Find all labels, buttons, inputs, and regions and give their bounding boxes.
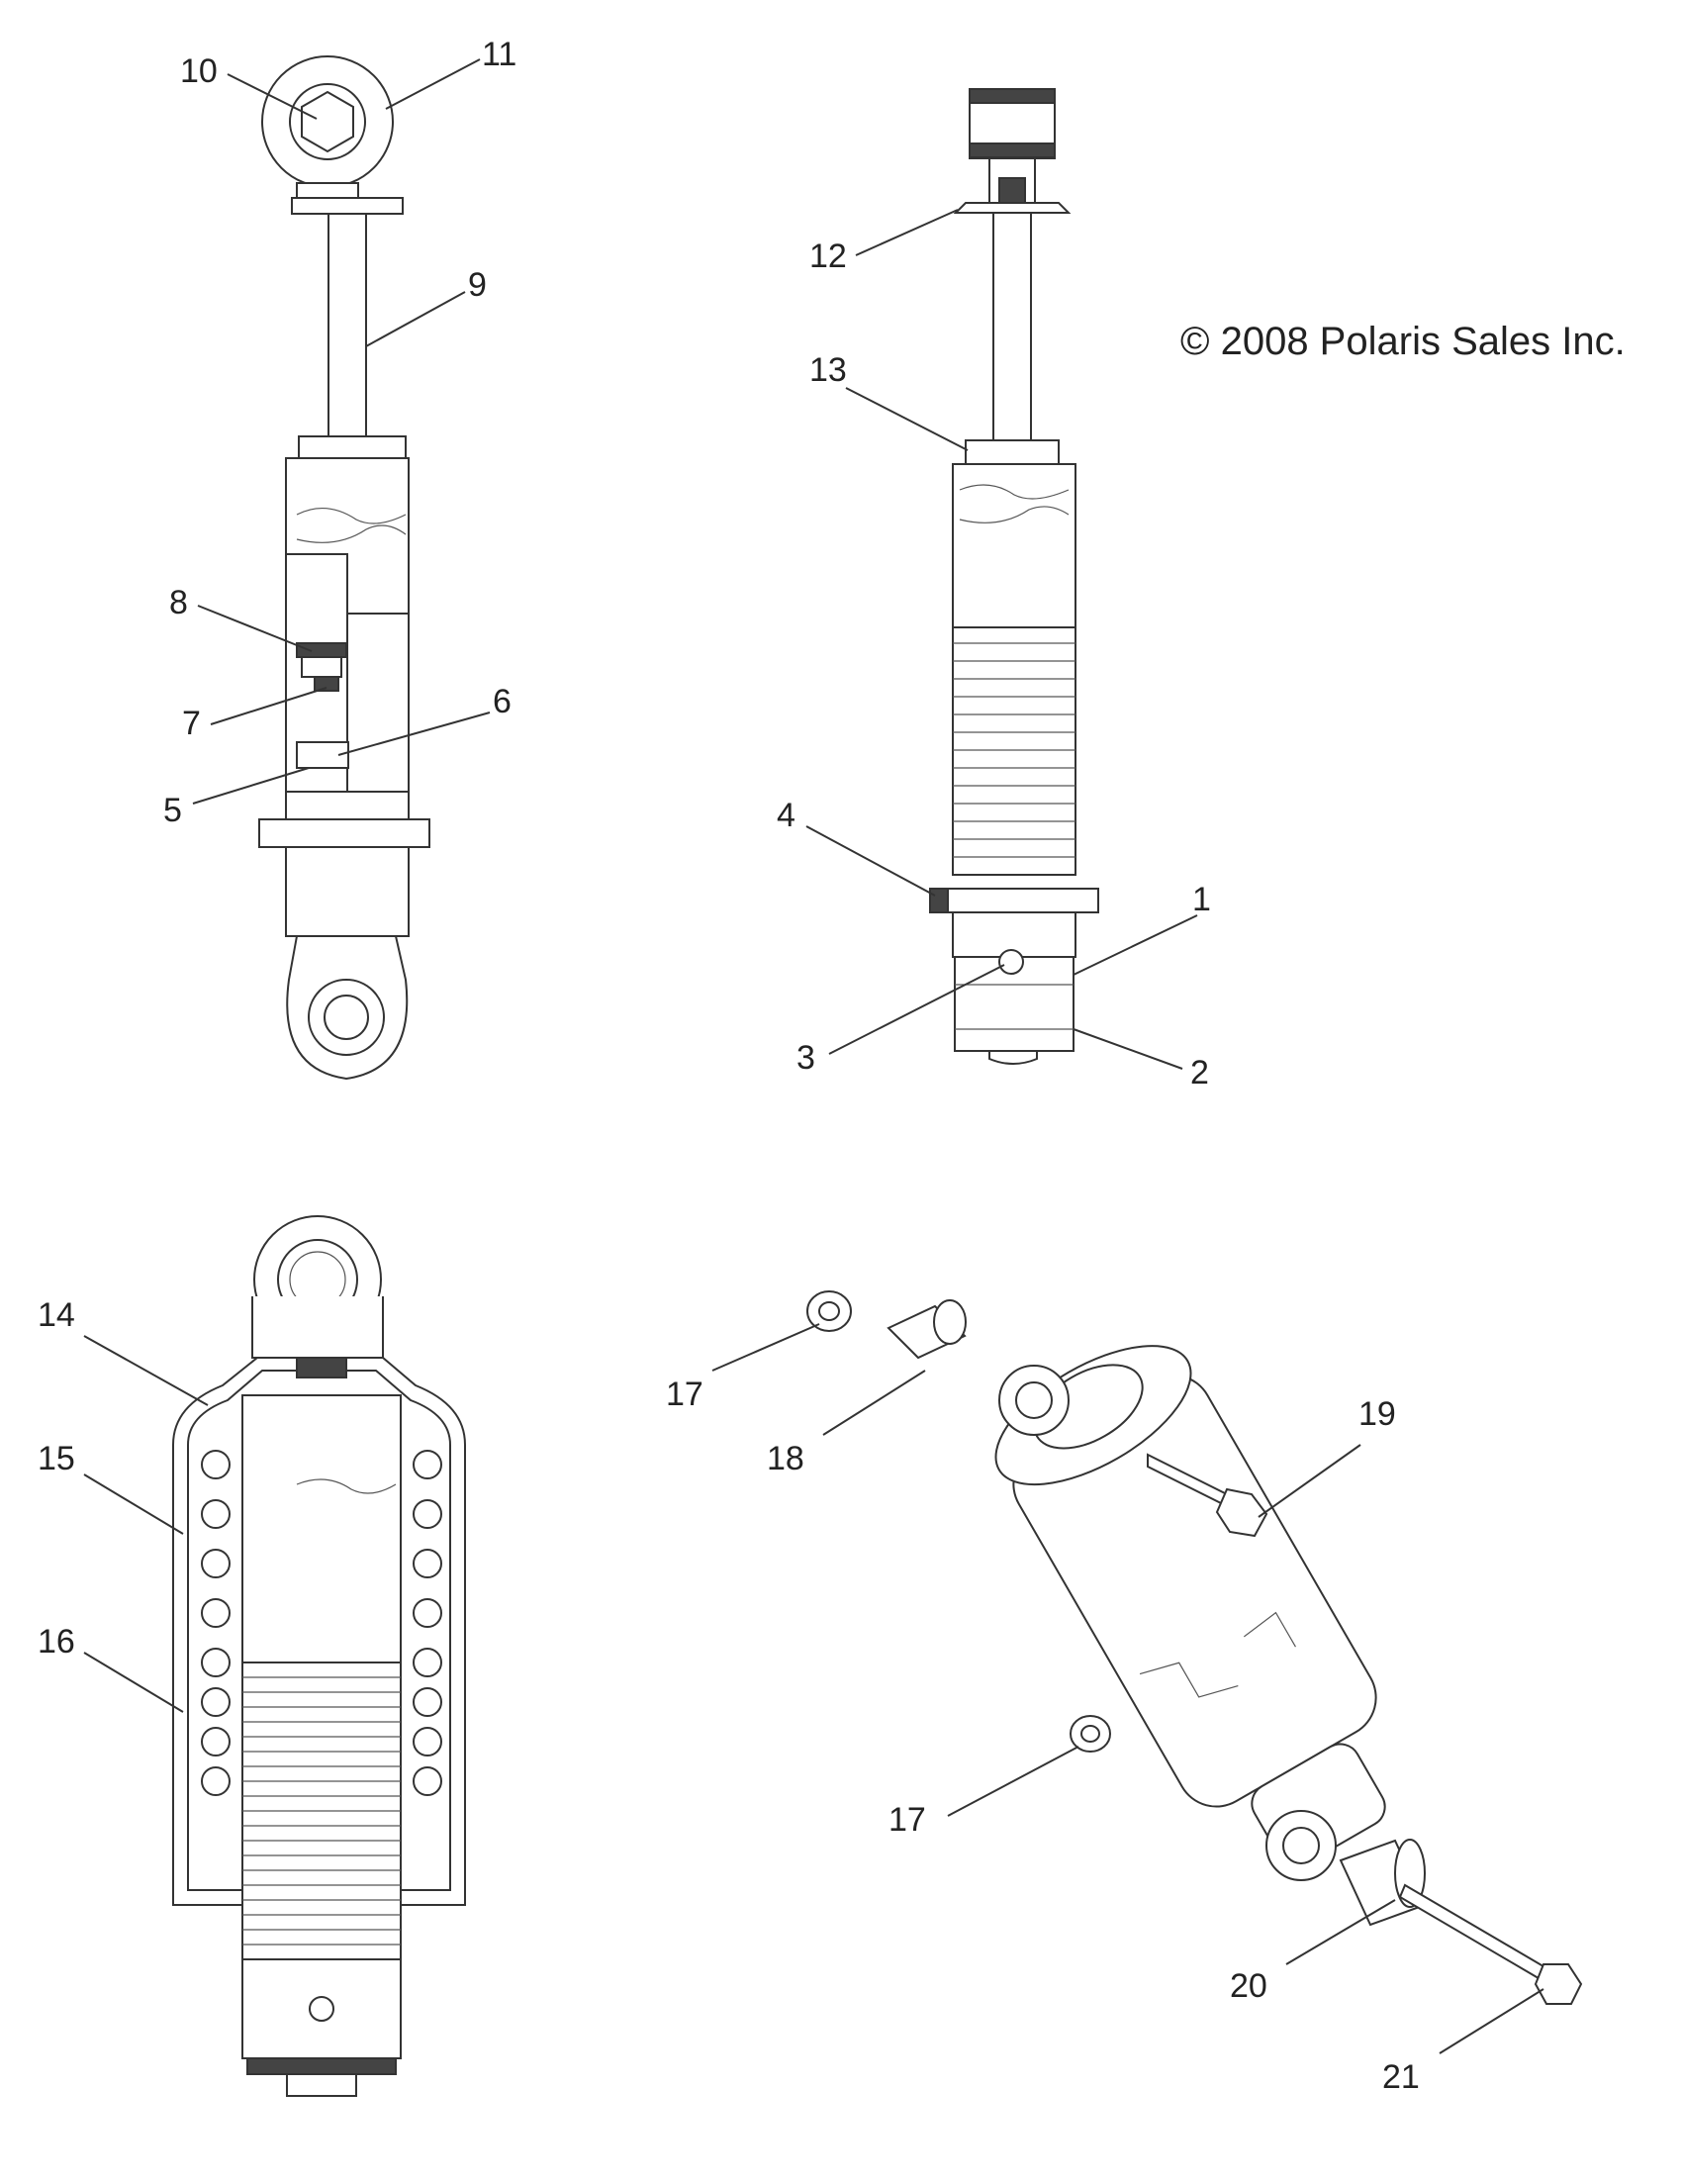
shock-assembly-spring [172,1215,466,2097]
callout-15: 15 [38,1440,75,1477]
callout-20: 20 [1230,1967,1267,2005]
callout-14: 14 [38,1296,75,1334]
spring-coils-left [201,1450,231,1796]
callout-4: 4 [777,797,795,834]
callout-9: 9 [468,266,487,304]
callout-5: 5 [163,792,182,829]
bolt-19 [1147,1453,1268,1538]
callout-13: 13 [809,351,847,389]
callout-10: 10 [180,52,218,90]
callout-8: 8 [169,584,188,621]
shock-assembly-right [929,88,1099,1065]
callout-19: 19 [1358,1395,1396,1433]
callout-labels: 10 11 9 8 7 6 5 12 13 4 1 3 2 14 15 16 1… [38,36,1420,2096]
callout-11: 11 [482,36,516,73]
callout-1: 1 [1192,881,1211,918]
shock-assembly-left [258,55,430,1081]
callout-3: 3 [796,1039,815,1077]
bolt-21 [1398,1883,1583,2005]
callout-6: 6 [493,683,512,720]
callout-17-top: 17 [666,1376,703,1413]
callout-18: 18 [767,1440,804,1477]
washer-17-top [806,1290,852,1332]
leader-lines [83,58,1544,2054]
callout-21: 21 [1382,2058,1420,2096]
callout-17-bottom: 17 [888,1801,926,1839]
copyright-notice: © 2008 Polaris Sales Inc. [1180,320,1626,363]
callout-16: 16 [38,1623,75,1661]
shock-assembly-exploded [806,1290,1583,2005]
spring-coils-right [413,1450,442,1796]
bushing-20 [1339,1839,1427,1927]
callout-2: 2 [1190,1054,1209,1092]
callout-7: 7 [182,705,201,742]
bushing-18 [887,1299,967,1360]
callout-12: 12 [809,237,847,275]
washer-17-bottom [1070,1715,1111,1753]
